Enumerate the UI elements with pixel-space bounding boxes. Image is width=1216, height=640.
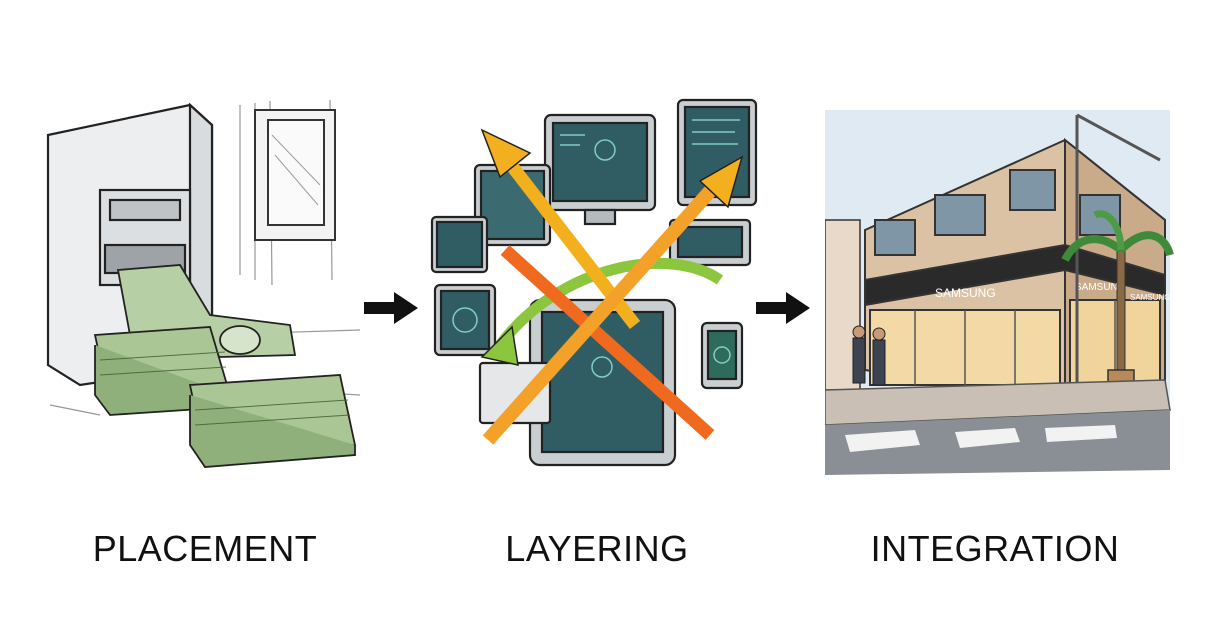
stage-label-placement: PLACEMENT <box>92 528 318 569</box>
store-sign-right: SAMSUNG <box>1130 293 1170 302</box>
layering-illustration <box>420 95 765 475</box>
placement-illustration <box>40 95 370 485</box>
pedestrians <box>852 325 886 386</box>
integration-illustration: SAMSUNG SAMSUNG SAMSUNG <box>825 100 1175 480</box>
window <box>254 109 336 241</box>
stage-label-layering: LAYERING <box>505 528 689 569</box>
stage-label-integration: INTEGRATION <box>870 528 1120 569</box>
crossing-arrows <box>480 128 744 445</box>
arrow-right-icon <box>752 288 814 328</box>
store-sign-side: SAMSUNG <box>1075 282 1126 293</box>
store-sign-main: SAMSUNG <box>935 286 996 300</box>
cash-stack <box>93 326 357 468</box>
arrow-right-icon <box>360 288 422 328</box>
